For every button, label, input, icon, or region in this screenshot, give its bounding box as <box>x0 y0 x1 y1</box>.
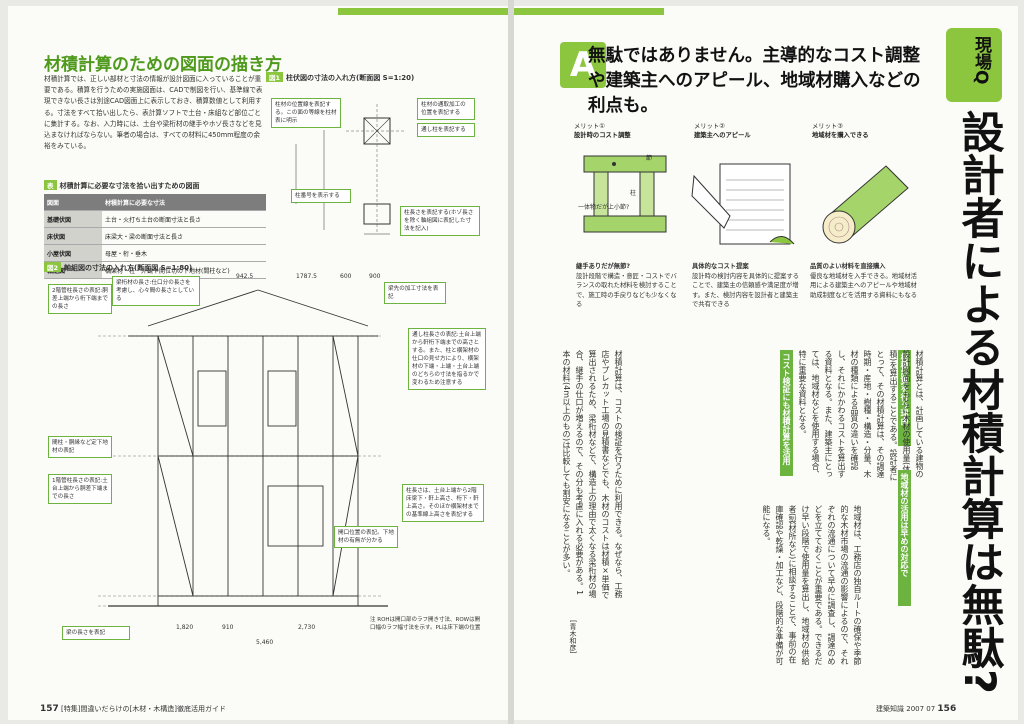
section-heading: 材積計算を行う理由 <box>898 350 911 446</box>
left-page-title: 材積計算のための図面の描き方 <box>44 55 282 75</box>
q-badge-text: 現場Q <box>971 36 991 85</box>
diagram-label: 柱 <box>630 190 637 197</box>
top-dimension: 600 <box>340 273 352 280</box>
section-body: 材積計算は、コストの検証を行うために利用できる。なぜなら、工務店やプレカット工場… <box>562 350 623 599</box>
fig1-tag: 図1 <box>266 72 284 82</box>
table-row: 軸組図構架材・柱・外観や開位切の下地材(間柱など) <box>44 261 266 279</box>
table-header-cell: 図面 <box>44 194 102 211</box>
merit-3-heading: メリット③ 地域材を購入できる <box>812 122 902 140</box>
log-illustration <box>822 165 909 244</box>
table-row: 小屋伏図母屋・桁・垂木 <box>44 244 266 262</box>
left-footer: 157 [特集]間違いだらけの[木材・木構造]徹底活用ガイド <box>40 704 226 714</box>
bottom-dimension: 2,730 <box>298 624 316 631</box>
fig1-note: 柱番号を表示する <box>291 189 351 203</box>
running-head: [特集]間違いだらけの[木材・木構造]徹底活用ガイド <box>61 705 226 713</box>
caption-text: 設計時の検討内容を具体的に提案することで、建築主の信頼感や満足度が増す。また、検… <box>692 272 800 309</box>
table-header-cell: 材積計算に必要な寸法 <box>102 194 266 211</box>
fig1-note: 柱材の通取加工の位置を表記する <box>417 98 475 120</box>
fig1-caption-text: 柱伏図の寸法の入れ方(断面図 S=1:20) <box>286 74 415 82</box>
fig1-note: 柱長さを表記する(ホゾ長さを除く軸組図に表記した寸法を記入) <box>400 206 480 236</box>
green-rule-top <box>338 8 508 15</box>
fig2-note: 柱長さは、土台上端から2階床梁下・軒上高さ、桁下・軒上高さ。そのほか横架材までの… <box>402 484 484 522</box>
intro-text: 材積計算では、正しい部材と寸法の情報が設計図面に入っていることが重要である。積算… <box>44 75 263 151</box>
top-dimension: 900 <box>369 273 381 280</box>
issue: 2007 07 <box>906 705 936 713</box>
section-heading: 地域材の活用は早めの対応で <box>898 470 911 606</box>
merit-title: 設計時のコスト調整 <box>574 132 631 139</box>
merit-number: メリット③ <box>812 123 843 130</box>
fig2-note: 梁の長さを表記 <box>62 626 130 640</box>
diagram-label: 節 <box>646 155 653 162</box>
merit-3-caption: 品質のよい材料を直接購入 優良な地域材を入手できる。地域材活用による建築主へのア… <box>810 262 918 300</box>
left-page-number: 157 <box>40 704 59 714</box>
left-page: 材積計算のための図面の描き方 材積計算では、正しい部材と寸法の情報が設計図面に入… <box>8 6 508 720</box>
merit-1-caption: 継手ありだが無節? 設計段階で構造・意匠・コストでバランスの取れた材料を検討する… <box>576 262 682 310</box>
caption-title: 継手ありだが無節? <box>576 263 631 270</box>
fig2-note: 間柱・胴縁など定下地材の表記 <box>48 436 112 458</box>
gutter <box>508 0 514 724</box>
a-badge: A <box>560 42 606 88</box>
diagram-label: 一体物だが上小節? <box>578 204 630 211</box>
spec-table: 図面 材積計算に必要な寸法 基礎伏図土台・火打ち土台の断面寸法と長さ 床伏図床梁… <box>44 194 266 279</box>
fig2-note: 2階管柱長さの表記:胴差上端から桁下端までの長さ <box>48 284 112 314</box>
top-dimension: 1787.5 <box>296 273 317 280</box>
fig2-note: 1階管柱長さの表記:土台上端から胴差下端までの長さ <box>48 474 112 504</box>
caption-title: 具体的なコスト提案 <box>692 263 749 270</box>
merit-2-caption: 具体的なコスト提案 設計時の検討内容を具体的に提案することで、建築主の信頼感や満… <box>692 262 800 310</box>
section-body: 材積計算とは、計画している建物の設計図面をもとに木材の使用量(体積)を算出するこ… <box>798 350 924 482</box>
fig2-caption-text: 軸組図の寸法の入れ方(断面図 S=1:80) <box>64 264 193 272</box>
green-rule-top <box>514 8 664 15</box>
table-cell: 基礎伏図 <box>44 210 102 228</box>
q-badge: 現場Q <box>946 28 1002 102</box>
caption-text: 設計段階で構造・意匠・コストでバランスの取れた材料を検討することで、施工時の手戻… <box>576 272 677 309</box>
fig2-note: 開口位置の表記。下地材の有無が分かる <box>334 526 398 548</box>
table-cell: 床梁大・梁の断面寸法と長さ <box>102 227 266 245</box>
table-header-row: 図面 材積計算に必要な寸法 <box>44 194 266 211</box>
magazine-name: 建築知識 <box>876 705 904 713</box>
table-tag: 表 <box>44 180 57 190</box>
right-page-number: 156 <box>937 704 957 714</box>
bottom-dimension: 1,820 <box>176 624 194 631</box>
table-cell: 土台・火打ち土台の断面寸法と長さ <box>102 210 266 228</box>
table-caption-text: 材積計算に必要な寸法を拾い出すための図面 <box>59 182 200 190</box>
table-cell: 母屋・桁・垂木 <box>102 244 266 262</box>
timber-joint-illustration <box>583 155 667 233</box>
merit-1-heading: メリット① 設計時のコスト調整 <box>574 122 664 140</box>
table-row: 床伏図床梁大・梁の断面寸法と長さ <box>44 227 266 245</box>
bottom-dimension: 910 <box>222 624 234 631</box>
fig1-note: 柱材の位置線を表記する。この面の等線を柱材表に明示 <box>271 98 341 128</box>
fig2-note: 通し柱長さの表記:土台上端から軒桁下端までの高さとする。また、柱と横架材の仕口の… <box>408 328 486 390</box>
section-heading: コスト検証にも材積計算を活用 <box>780 350 793 476</box>
right-page: 現場Q 設計者による材積計算は無駄? <box>514 6 1018 720</box>
vertical-title: 設計者による材積計算は無駄? <box>954 110 1004 694</box>
fig2-note: 梁先の加工寸法を表記 <box>384 282 446 304</box>
answer-title: 無駄ではありません。主導的なコスト調整や建築主へのアピール、地域材購入などの利点… <box>588 46 921 116</box>
fig2-note: 梁桁材の長さ:仕口分の長さを考慮し、心々間の長さとしている <box>112 276 200 306</box>
author-credit: [青木和彦] <box>569 620 577 654</box>
table-cell: 床伏図 <box>44 227 102 245</box>
section-body: 地域材は、工務店の独自ルートの確保や季節的な木材市場の流通の影響によるので、それ… <box>762 505 862 665</box>
bottom-dimension: 5,460 <box>256 639 274 646</box>
cost-sheet-illustration <box>691 163 795 245</box>
merit-title: 建築主へのアピール <box>694 132 751 139</box>
table-caption: 表材積計算に必要な寸法を拾い出すための図面 <box>44 180 200 191</box>
merit-number: メリット② <box>694 123 725 130</box>
framing-elevation-drawing <box>98 289 388 607</box>
merit-2-heading: メリット② 建築主へのアピール <box>694 122 784 140</box>
caption-text: 優良な地域材を入手できる。地域材活用による建築主へのアピールや地域材助成制度など… <box>810 272 918 299</box>
merit-title: 地域材を購入できる <box>812 132 869 139</box>
fig1-note: 通し柱を表記する <box>417 123 475 137</box>
merit-number: メリット① <box>574 123 605 130</box>
table-row: 基礎伏図土台・火打ち土台の断面寸法と長さ <box>44 210 266 228</box>
fig2-footnote: 注 ROHは開口部のラフ開き寸法、ROWは開口幅のラフ幅寸法を示す。PLは床下端… <box>370 617 481 631</box>
top-dimension: 942.5 <box>236 273 254 280</box>
table-cell: 小屋伏図 <box>44 244 102 262</box>
caption-title: 品質のよい材料を直接購入 <box>810 263 886 270</box>
fig2-tag: 図2 <box>44 262 62 272</box>
right-footer: 建築知識 2007 07 156 <box>876 704 956 714</box>
